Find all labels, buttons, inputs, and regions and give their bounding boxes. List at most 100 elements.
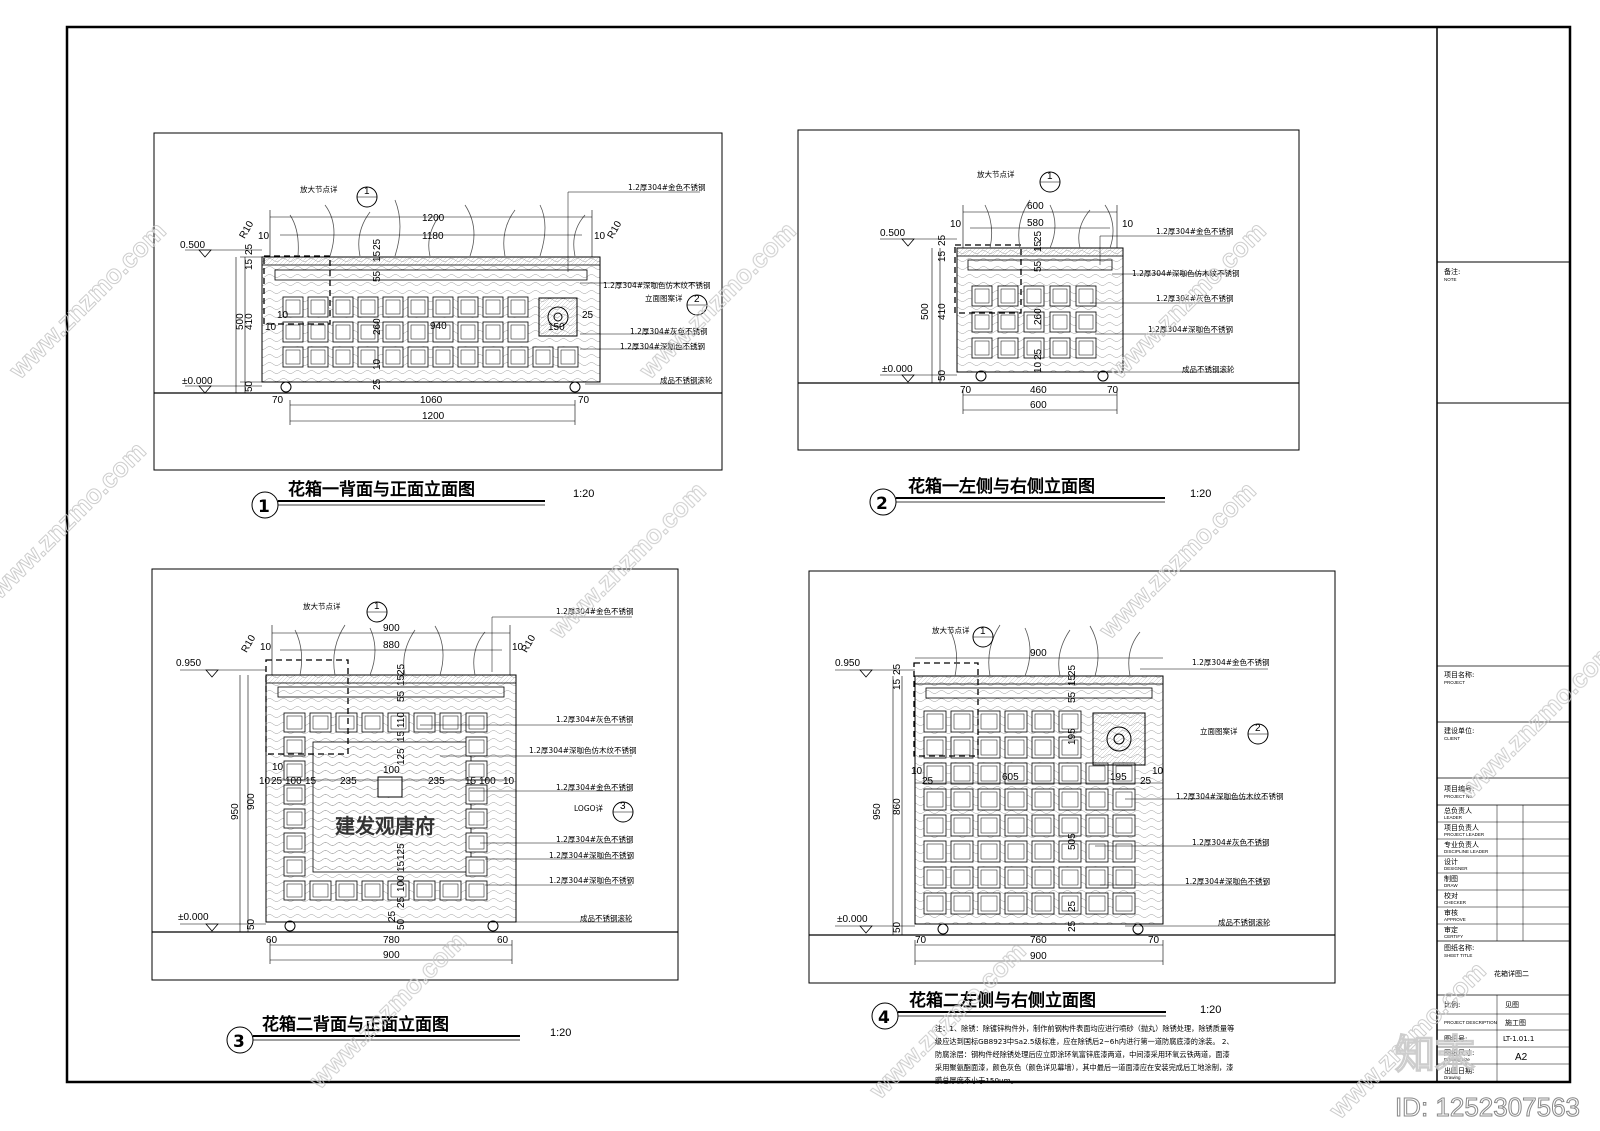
- panel-cell: [1075, 311, 1097, 333]
- v4-dim-in-5: 25: [1067, 900, 1078, 912]
- v1-dim-in-2: 25: [372, 238, 383, 250]
- panel-cell-inner: [442, 715, 459, 730]
- tb-scale-label: 比例:: [1444, 1000, 1460, 1009]
- v3-note-7: 成品不锈钢滚轮: [580, 913, 633, 923]
- v4-pattern-tag: 立面图案详: [1200, 726, 1238, 736]
- panel-cell-inner: [1007, 869, 1025, 886]
- panel-cell-inner: [286, 787, 303, 802]
- tb-sheet-title-label: 图纸名称:: [1444, 943, 1474, 952]
- panel-cell-inner: [1007, 843, 1025, 860]
- panel-cell-inner: [1000, 288, 1016, 304]
- panel-cell: [977, 866, 1001, 889]
- panel-cell: [1004, 840, 1028, 863]
- panel-cell: [439, 712, 462, 733]
- panel-cell: [1075, 285, 1097, 307]
- tb-role-cn: 专业负责人: [1444, 840, 1479, 849]
- v4-dim-in-2: 25: [1067, 664, 1078, 676]
- panel-cell-inner: [1088, 869, 1106, 886]
- v1-dim-top-4: R10: [238, 219, 257, 241]
- v1-dim-left-6: 10: [265, 322, 277, 333]
- panel-cell: [1058, 762, 1082, 785]
- v3-dim-in-1: 15: [396, 674, 407, 686]
- panel-cell: [283, 808, 306, 829]
- v2-dim-bot-3: 600: [1030, 400, 1047, 411]
- panel-cell-inner: [980, 869, 998, 886]
- v2-detail-num: 1: [1047, 171, 1053, 182]
- panel-cell-inner: [468, 787, 485, 802]
- panel-cell-inner: [468, 811, 485, 826]
- panel-cell-inner: [285, 299, 301, 315]
- v4-dim-mid-3: 195: [1110, 772, 1127, 783]
- panel-cell-inner: [1061, 713, 1079, 730]
- v3-dim-mid-0: 10: [259, 776, 271, 787]
- panel-cell: [382, 296, 404, 318]
- panel-cell-inner: [435, 299, 451, 315]
- tb-role-cn: 审核: [1444, 908, 1458, 917]
- v2-note-3: 1.2厚304#深咖色不锈钢: [1148, 324, 1233, 334]
- panel-cell-inner: [460, 349, 476, 365]
- v2-note-4: 成品不锈钢滚轮: [1182, 364, 1235, 374]
- panel-cell-inner: [460, 299, 476, 315]
- panel-cell: [923, 710, 947, 733]
- v4-note-3: 1.2厚304#深咖色不锈钢: [1185, 876, 1270, 886]
- panel-cell: [1031, 814, 1055, 837]
- v1-dim-in-5: 10: [372, 358, 383, 370]
- v3-dim-mid-2: 100: [285, 776, 302, 787]
- panel-cell-inner: [980, 895, 998, 912]
- panel-cell: [1058, 788, 1082, 811]
- panel-cell: [465, 784, 488, 805]
- panel-cell: [357, 321, 379, 343]
- panel-cell-inner: [1061, 895, 1079, 912]
- panel-cell: [283, 736, 306, 757]
- panel-cell-inner: [1034, 791, 1052, 808]
- v3-scale: 1:20: [550, 1027, 571, 1039]
- panel-cell-inner: [926, 713, 944, 730]
- tb-project-no: 项目编号:: [1444, 784, 1474, 793]
- panel-cell-inner: [485, 349, 501, 365]
- v3-dim-left-3: 10: [272, 762, 284, 773]
- panel-cell-inner: [1061, 739, 1079, 756]
- panel-cell-inner: [1007, 739, 1025, 756]
- v3-dim-top-5: R10: [520, 633, 539, 655]
- panel-cell: [332, 346, 354, 368]
- v3-dim-left-2: 50: [246, 918, 257, 930]
- v1-dim-top-3: 10: [594, 231, 606, 242]
- panel-cell: [432, 346, 454, 368]
- v1-dim-in-1: 15: [372, 250, 383, 262]
- v3-dim-in-3: 110: [396, 712, 407, 728]
- panel-cell: [1004, 788, 1028, 811]
- view-2-frame: [797, 129, 1300, 451]
- panel-cell: [923, 840, 947, 863]
- panel-cell: [457, 296, 479, 318]
- panel-cell-inner: [1088, 817, 1106, 834]
- panel-cell-inner: [335, 349, 351, 365]
- panel-cell-inner: [980, 765, 998, 782]
- panel-cell: [432, 296, 454, 318]
- panel-cell-inner: [1034, 843, 1052, 860]
- panel-cell: [432, 321, 454, 343]
- panel-cell-inner: [1034, 713, 1052, 730]
- panel-cell: [1112, 866, 1136, 889]
- v1-dim-left-3: 25: [244, 243, 255, 255]
- tb-stage-value: 施工图: [1505, 1018, 1526, 1027]
- panel-cell: [282, 321, 304, 343]
- tb-note-en: NOTE: [1444, 277, 1457, 282]
- panel-cell-inner: [926, 843, 944, 860]
- panel-cell: [382, 321, 404, 343]
- panel-cell: [950, 736, 974, 759]
- tb-scale-value: 见图: [1505, 1001, 1519, 1009]
- v3-dim-left-4: 25: [387, 910, 398, 922]
- panel-cell-inner: [953, 739, 971, 756]
- panel-cell-inner: [1061, 791, 1079, 808]
- v1-elev-bottom: ±0.000: [182, 376, 213, 387]
- v2-dim-left-2: 15: [937, 250, 948, 262]
- v1-dim-left-5: 10: [277, 310, 289, 321]
- v1-dim-left-4: 50: [244, 380, 255, 392]
- panel-cell-inner: [974, 288, 990, 304]
- panel-cell-inner: [1007, 895, 1025, 912]
- v2-dim-left-4: 50: [937, 369, 948, 381]
- panel-cell-inner: [926, 739, 944, 756]
- panel-cell-inner: [1115, 895, 1133, 912]
- tb-role-cn: 校对: [1444, 891, 1458, 900]
- panel-cell-inner: [468, 883, 485, 898]
